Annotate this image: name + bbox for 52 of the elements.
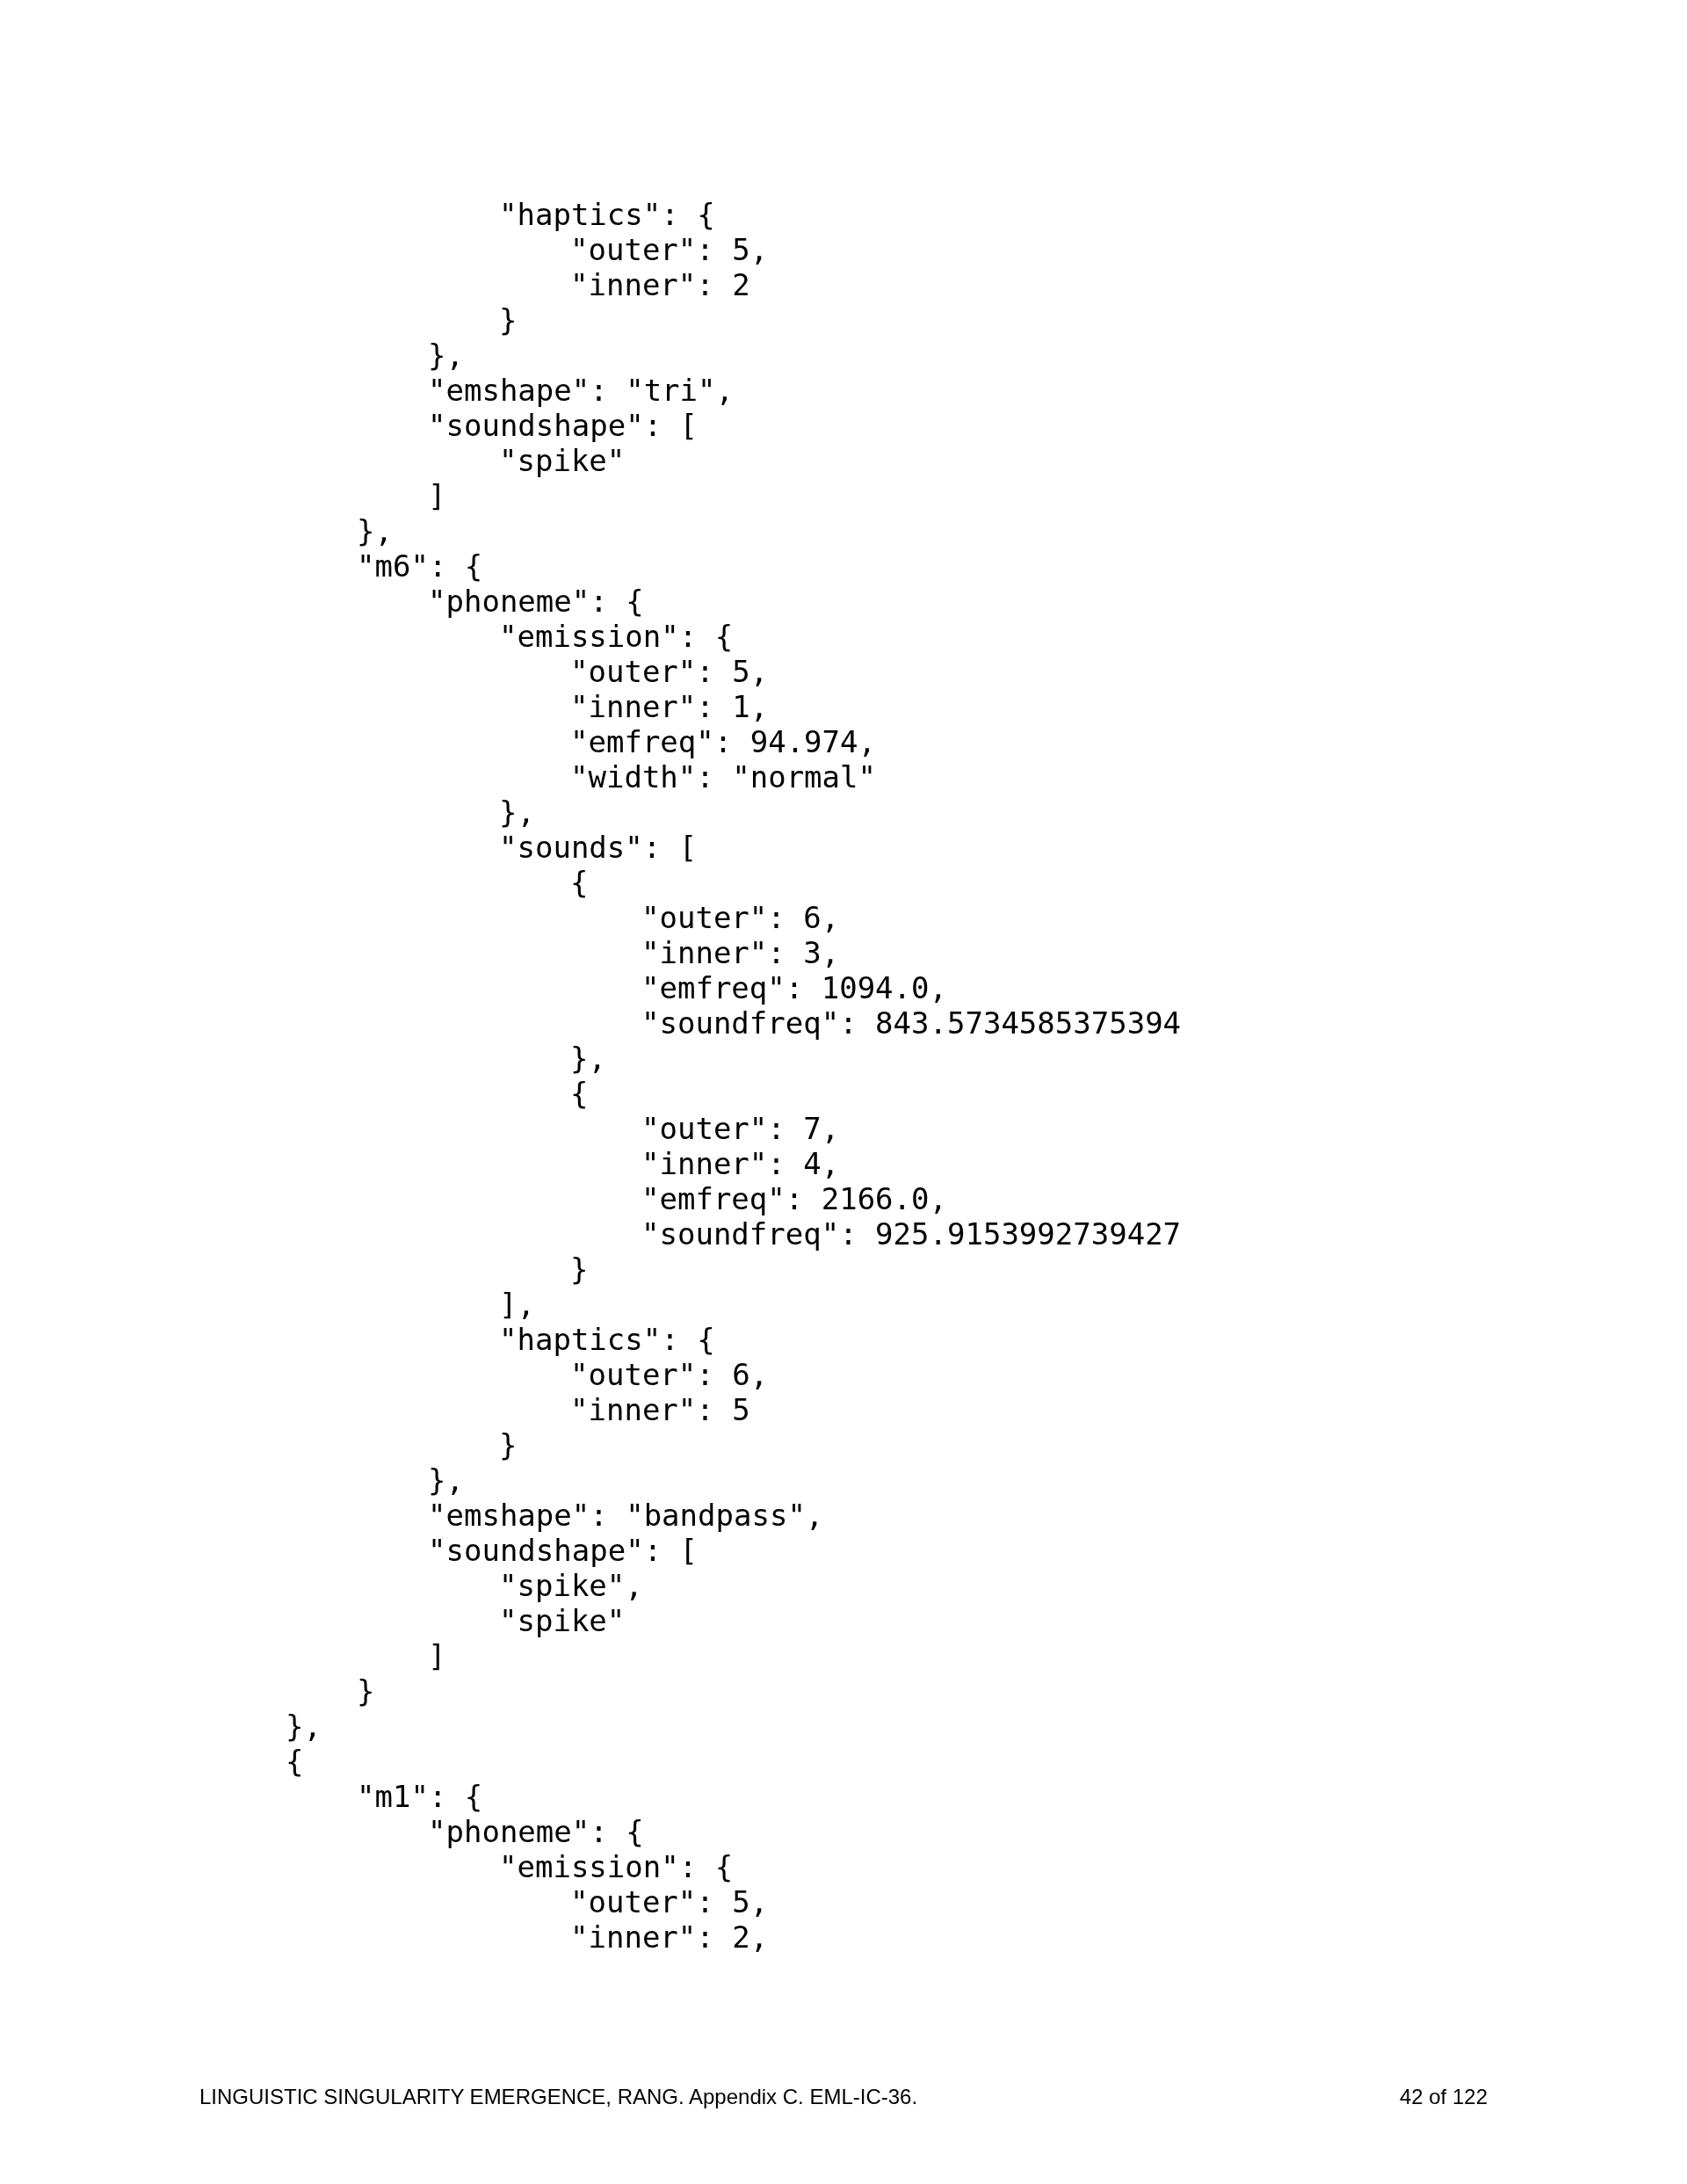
code-line: },	[570, 1041, 606, 1076]
code-line: "haptics": {	[499, 1322, 715, 1357]
code-line: "spike"	[499, 1603, 626, 1638]
code-line: "emission": {	[499, 1849, 734, 1884]
code-line: "soundfreq": 843.5734585375394	[641, 1005, 1182, 1041]
code-line: "outer": 6,	[641, 900, 840, 935]
code-line: "phoneme": {	[428, 1814, 644, 1849]
code-line: }	[499, 302, 518, 337]
code-line: "m1": {	[357, 1779, 483, 1814]
code-line: "emission": {	[499, 619, 734, 654]
code-line: "outer": 5,	[570, 232, 769, 267]
code-line: "soundshape": [	[428, 1533, 699, 1568]
code-line: },	[357, 513, 393, 548]
code-line: }	[499, 1427, 518, 1462]
code-line: "soundfreq": 925.9153992739427	[641, 1216, 1182, 1252]
code-line: "emshape": "tri",	[428, 373, 734, 408]
code-line: "emfreq": 94.974,	[570, 724, 876, 759]
code-line: },	[286, 1709, 322, 1744]
code-line: "haptics": {	[499, 197, 715, 232]
code-line: "outer": 5,	[570, 654, 769, 689]
code-line: "emfreq": 2166.0,	[641, 1181, 947, 1216]
code-line: "soundshape": [	[428, 408, 699, 443]
code-line: "inner": 5	[570, 1392, 750, 1427]
code-line: "inner": 4,	[641, 1146, 840, 1181]
code-line: }	[357, 1673, 375, 1709]
code-line: {	[570, 865, 589, 900]
code-line: "phoneme": {	[428, 584, 644, 619]
code-line: "inner": 3,	[641, 935, 840, 970]
code-line: },	[428, 1462, 464, 1498]
code-line: "width": "normal"	[570, 759, 876, 795]
code-line: "sounds": [	[499, 830, 698, 865]
code-line: "inner": 1,	[570, 689, 769, 724]
code-line: "inner": 2	[570, 267, 750, 302]
code-line: }	[570, 1252, 589, 1287]
code-line: "spike",	[499, 1568, 643, 1603]
code-line: ]	[428, 1638, 446, 1673]
page-number: 42 of 122	[1399, 2085, 1488, 2109]
code-line: "outer": 7,	[641, 1111, 840, 1146]
code-line: ]	[428, 478, 446, 513]
code-line: },	[428, 337, 464, 373]
code-line: {	[286, 1744, 304, 1779]
code-line: "emfreq": 1094.0,	[641, 970, 947, 1005]
code-line: "emshape": "bandpass",	[428, 1498, 824, 1533]
footer-text: LINGUISTIC SINGULARITY EMERGENCE, RANG. Appendix C. EML-IC-36.	[199, 2085, 918, 2109]
code-line: "inner": 2,	[570, 1919, 769, 1955]
code-line: ],	[499, 1287, 535, 1322]
code-line: "m6": {	[357, 548, 483, 584]
code-line: },	[499, 795, 535, 830]
code-line: {	[570, 1076, 589, 1111]
code-line: "outer": 6,	[570, 1357, 769, 1392]
code-line: "outer": 5,	[570, 1884, 769, 1919]
code-line: "spike"	[499, 443, 626, 478]
